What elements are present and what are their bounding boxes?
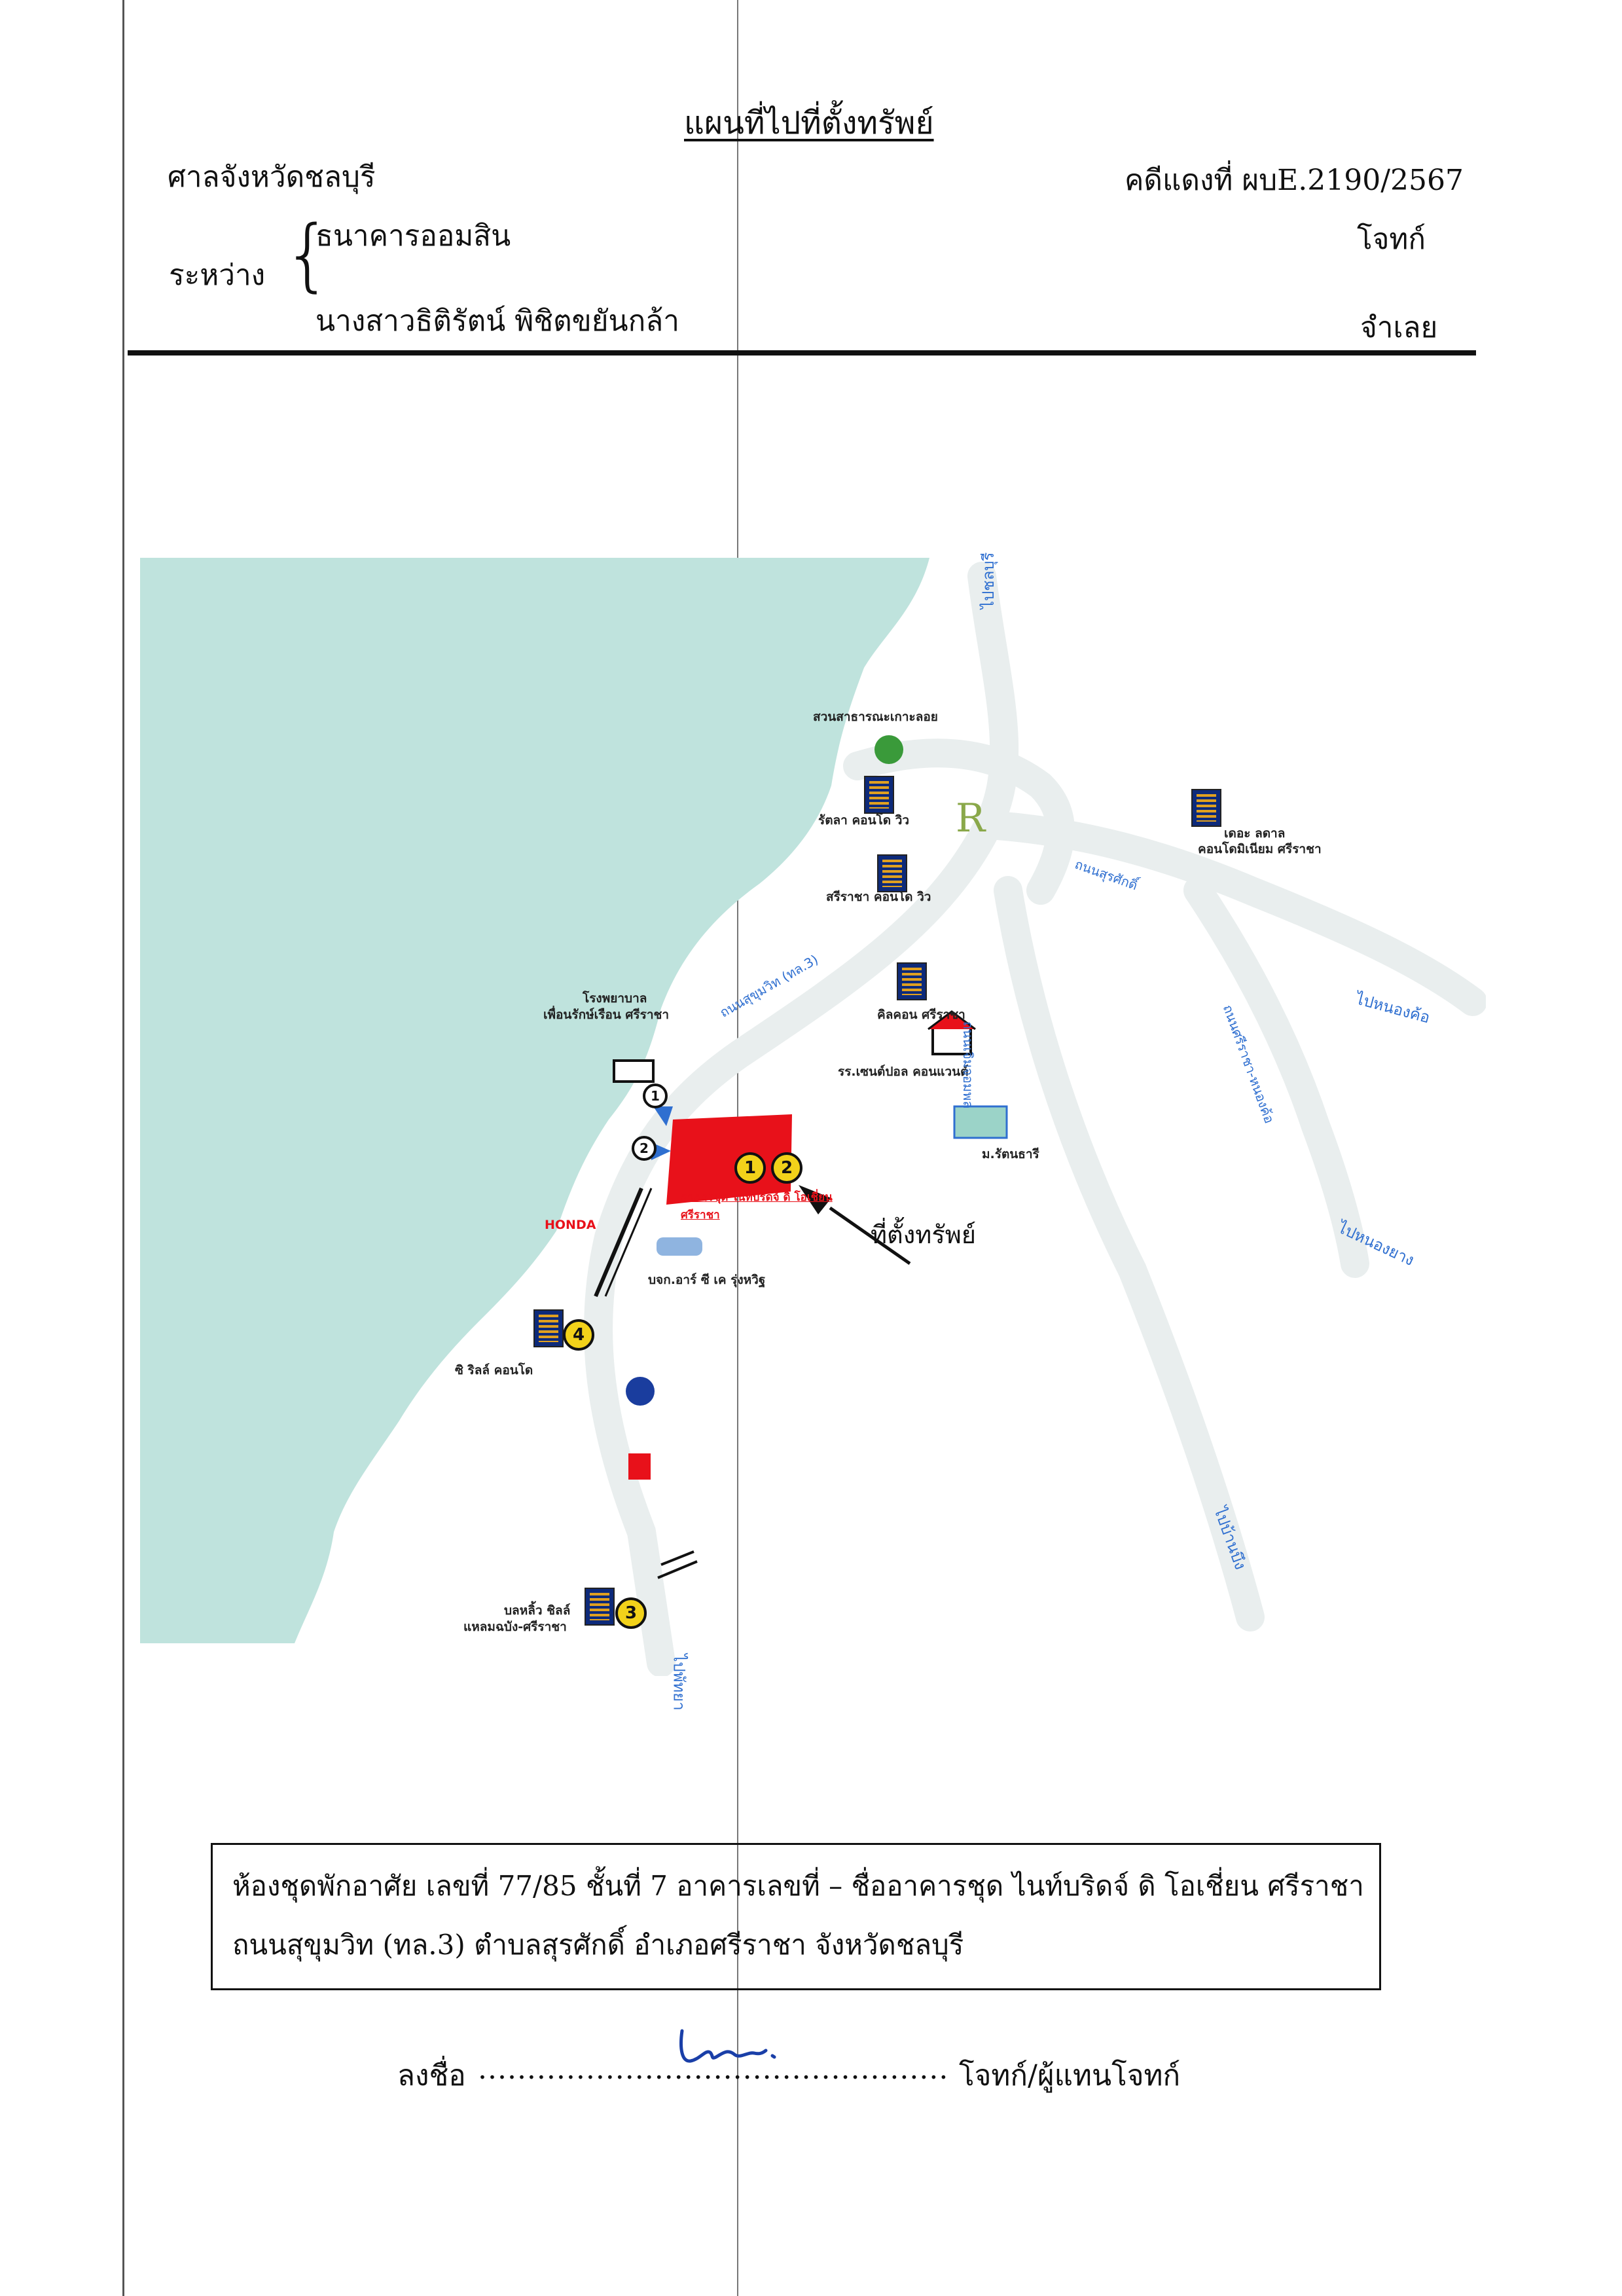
building-icon-lada [1191,789,1221,827]
target-label: ที่ตั้งทรัพย์ [871,1220,977,1249]
landmark-lada: เดอะ ลดาล [1224,826,1286,841]
target-arrow [829,1206,911,1266]
address-line-1: ห้องชุดพักอาศัย เลขที่ 77/85 ชั้นที่ 7 อ… [232,1870,1364,1902]
landmark-hospital-name: เพื่อนรักษ์เรือน ศรีราชา [543,1008,670,1022]
court-name: ศาลจังหวัดชลบุรี [168,160,376,194]
marker-property-2: 2 [771,1152,802,1184]
landmark-lhch-1: บลหลิ้ว ชิลล์ [504,1603,571,1618]
shop-icon [613,1059,655,1083]
railway [594,1187,643,1298]
building-icon-lhch [585,1588,615,1626]
landmark-company: บจก.อาร์ ซี เค รุ่งหวิฐ [648,1273,766,1287]
landmark-condo-sea: ซิ ริลล์ คอนโด [455,1363,533,1377]
railway-inner [604,1188,653,1297]
page-title: แผนที่ไปที่ตั้งทรัพย์ [684,105,934,141]
landmark-hospital: โรงพยาบาล [583,991,647,1006]
address-line-2: ถนนสุขุมวิท (ทล.3) ตำบลสุรศักดิ์ อำเภอศร… [232,1929,964,1961]
landmark-condo-view-2: สรีราชา คอนโด วิว [826,890,931,904]
building-icon-village [953,1105,1008,1139]
road-north-loop [843,738,1075,905]
marker-1-arrow [653,1106,673,1126]
school-roof [928,1010,976,1030]
road-label-a: ถนนเจิมจอมพล [960,1021,976,1109]
signature-label: ลงชื่อ [397,2059,466,2092]
brand-logo-r: R [956,795,986,841]
road-crossing [657,1550,698,1579]
landmark-school: รร.เซนต์ปอล คอนแวนต์ [838,1065,969,1079]
scan-left-border [122,0,124,2296]
tree-icon [874,735,903,764]
between-label: ระหว่าง [169,259,266,292]
property-name-label: อาคารชุด ไนท์บริดจ์ ดิ โอเชี่ยน ศรีราชา [681,1191,833,1222]
landmark-park: สวนสาธารณะเกาะลอย [813,710,938,724]
brace-symbol: { [283,210,333,301]
building-icon-condo-view-2 [877,854,907,892]
landmark-university: ม.รัตนธารี [982,1147,1039,1161]
marker-2: 2 [632,1136,657,1161]
brand-honda: HONDA [545,1218,596,1232]
property-address-box: ห้องชุดพักอาศัย เลขที่ 77/85 ชั้นที่ 7 อ… [211,1843,1381,1990]
building-icon-condo-sea [533,1309,564,1347]
sea-area [140,558,929,1643]
header-rule [128,350,1476,355]
signature-role: โจทก์/ผู้แทนโจทก์ [959,2059,1181,2092]
plaintiff-name: ธนาคารออมสิน [315,219,511,253]
landmark-kilkon: คิลคอน ศรีราชา [877,1008,965,1022]
car-icon [657,1237,702,1256]
defendant-name: นางสาวธิติรัตน์ พิชิตขยันกล้า [315,304,679,338]
marker-property-1: 1 [734,1152,766,1184]
road-east [974,811,1486,1016]
direction-south: ไปพัทยา [670,1654,689,1711]
road-south-east [994,876,1265,1631]
map-canvas: R [140,558,1486,1676]
case-number: คดีแดงที่ ผบE.2190/2567 [1125,164,1464,197]
defendant-role: จำเลย [1360,311,1438,344]
building-icon-condo-view-1 [864,776,894,814]
target-arrow-head [799,1185,831,1214]
fuel-station-icon [626,1377,655,1406]
marker-3: 3 [615,1597,647,1629]
landmark-condo-view-1: รัตลา คอนโด วิว [818,813,910,828]
landmark-condominium: คอนโดมิเนียม ศรีราชา [1198,842,1322,856]
car-dealer-icon [628,1453,651,1480]
handwritten-signature [679,2029,776,2063]
building-icon-kilkon [897,962,927,1000]
marker-4: 4 [563,1319,594,1351]
property-parcel [666,1114,792,1205]
plaintiff-role: โจทก์ [1357,223,1426,256]
direction-north: ไปชลบุรี [979,552,998,609]
marker-1: 1 [643,1084,668,1108]
road-southeast-1 [1183,876,1369,1278]
landmark-lhch-2: แหลมฉบัง-ศรีราชา [463,1620,567,1634]
location-map: R สวนสาธารณะเกาะลอย รัตลา คอนโด วิว สรีร… [137,550,1486,1711]
